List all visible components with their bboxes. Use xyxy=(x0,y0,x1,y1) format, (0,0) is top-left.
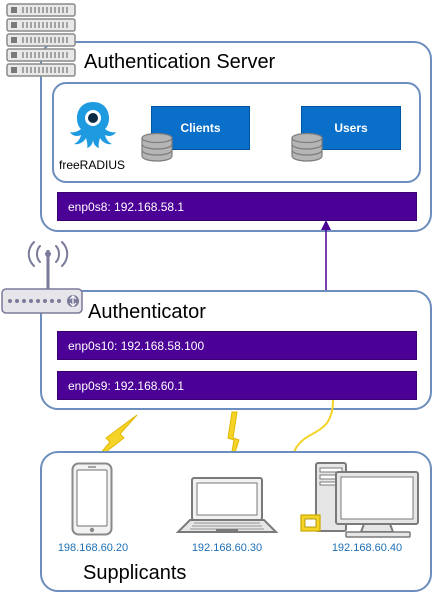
smartphone-icon xyxy=(71,462,113,536)
phone-ip-label: 198.168.60.20 xyxy=(57,542,129,554)
desktop-ip-label: 192.168.60.40 xyxy=(331,542,403,554)
server-interface-bar: enp0s8: 192.168.58.1 xyxy=(57,192,417,221)
ethernet-port-icon xyxy=(300,514,321,532)
authenticator-client-side-interface-bar: enp0s9: 192.168.60.1 xyxy=(57,371,417,400)
laptop-ip-label: 192.168.60.30 xyxy=(191,542,263,554)
users-database-icon xyxy=(291,132,323,162)
server-rack-icon xyxy=(6,3,76,77)
freeradius-label: freeRADIUS xyxy=(59,158,126,172)
supplicants-title: Supplicants xyxy=(83,562,187,584)
authenticator-server-side-interface-bar: enp0s10: 192.168.58.100 xyxy=(57,331,417,360)
router-icon xyxy=(1,241,83,314)
clients-database-icon xyxy=(141,132,173,162)
authenticator-title: Authenticator xyxy=(88,301,206,323)
laptop-icon xyxy=(175,477,279,533)
server-unit xyxy=(6,3,76,77)
users-box: Users xyxy=(301,106,401,150)
desktop-computer-icon xyxy=(300,462,419,538)
freeradius-logo-icon xyxy=(70,102,116,148)
authentication-server-title: Authentication Server xyxy=(84,51,276,73)
